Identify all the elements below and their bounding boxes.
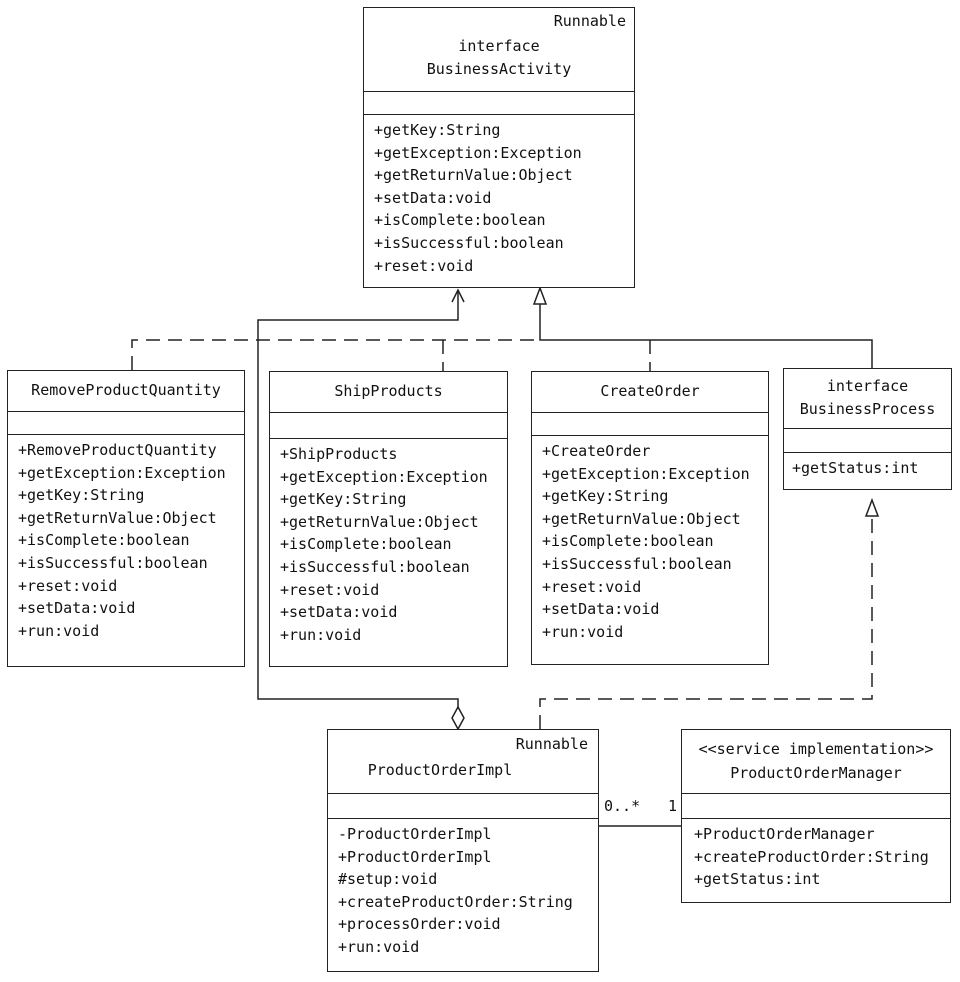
- stereotype-label: <<service implementation>>: [698, 740, 934, 758]
- class-name: ProductOrderImpl: [367, 761, 513, 779]
- generalization-line: [539, 304, 873, 368]
- operation-item: +isComplete:boolean: [374, 211, 546, 230]
- class-name: ShipProducts: [334, 382, 443, 400]
- operation-item: +reset:void: [18, 576, 118, 595]
- operation-item: +getException:Exception: [18, 463, 226, 482]
- interface-keyword: interface: [458, 37, 540, 55]
- operation-item: +getException:Exception: [542, 464, 750, 483]
- class-header: interface BusinessProcess: [784, 369, 951, 429]
- class-name: ProductOrderManager: [730, 764, 902, 782]
- operation-item: +isComplete:boolean: [280, 535, 452, 554]
- operation-compartment: +ShipProducts +getException:Exception +g…: [270, 439, 507, 646]
- attribute-compartment: [328, 794, 598, 819]
- operation-item: +ProductOrderImpl: [338, 847, 492, 866]
- operation-item: +processOrder:void: [338, 915, 501, 934]
- operation-item: +ShipProducts: [280, 445, 398, 463]
- stereotype-label: Runnable: [515, 735, 588, 753]
- operation-item: +getKey:String: [542, 487, 669, 506]
- class-header: CreateOrder: [532, 372, 768, 413]
- class-create-order: CreateOrder +CreateOrder +getException:E…: [531, 371, 769, 665]
- operation-item: +run:void: [338, 937, 420, 956]
- operation-item: +isComplete:boolean: [542, 532, 714, 551]
- operation-item: +CreateOrder: [542, 442, 651, 460]
- aggregation-diamond: [451, 705, 465, 731]
- class-header: RemoveProductQuantity: [8, 371, 244, 412]
- class-ship-products: ShipProducts +ShipProducts +getException…: [269, 371, 508, 667]
- operation-item: +getStatus:int: [694, 870, 821, 889]
- operation-item: +run:void: [542, 622, 624, 641]
- open-arrowhead: [451, 288, 465, 303]
- class-name: BusinessProcess: [799, 400, 936, 418]
- operation-compartment: +getStatus:int: [784, 453, 951, 480]
- operation-item: +getKey:String: [18, 486, 145, 505]
- class-remove-product-quantity: RemoveProductQuantity +RemoveProductQuan…: [7, 370, 245, 667]
- class-product-order-impl: Runnable ProductOrderImpl -ProductOrderI…: [327, 729, 599, 972]
- operation-item: +reset:void: [542, 577, 642, 596]
- aggregation-line: [257, 290, 459, 708]
- class-header: Runnable ProductOrderImpl: [328, 730, 598, 794]
- attribute-compartment: [8, 412, 244, 435]
- attribute-compartment: [270, 413, 507, 439]
- impl-multiplicity: 0..*: [604, 797, 641, 815]
- operation-item: +RemoveProductQuantity: [18, 441, 217, 459]
- operation-item: +createProductOrder:String: [694, 847, 929, 866]
- operation-item: +isComplete:boolean: [18, 531, 190, 550]
- hollow-triangle-arrowhead: [864, 497, 880, 517]
- operation-item: +createProductOrder:String: [338, 892, 573, 911]
- operation-item: +setData:void: [280, 603, 398, 622]
- stereotype-label: Runnable: [553, 12, 626, 30]
- operation-item: +getException:Exception: [280, 467, 488, 486]
- class-name: RemoveProductQuantity: [31, 381, 221, 399]
- operation-item: +setData:void: [18, 599, 136, 618]
- operation-compartment: +getKey:String +getException:Exception +…: [364, 115, 634, 277]
- operation-item: +getStatus:int: [792, 459, 919, 477]
- attribute-compartment: [532, 413, 768, 436]
- operation-item: +getReturnValue:Object: [542, 509, 741, 528]
- class-product-order-manager: <<service implementation>> ProductOrderM…: [681, 729, 951, 903]
- class-business-process: interface BusinessProcess +getStatus:int: [783, 368, 952, 490]
- operation-item: +isSuccessful:boolean: [18, 553, 208, 572]
- operation-item: +getReturnValue:Object: [280, 512, 479, 531]
- operation-item: +run:void: [280, 625, 362, 644]
- operation-item: +getKey:String: [280, 490, 407, 509]
- class-business-activity: Runnable interface BusinessActivity +get…: [363, 7, 635, 288]
- attribute-compartment: [364, 92, 634, 115]
- attribute-compartment: [784, 429, 951, 453]
- operation-item: +isSuccessful:boolean: [280, 557, 470, 576]
- hollow-triangle-arrowhead: [532, 285, 548, 305]
- operation-item: +getException:Exception: [374, 143, 582, 162]
- operation-compartment: +ProductOrderManager +createProductOrder…: [682, 819, 950, 891]
- attribute-compartment: [682, 794, 950, 819]
- manager-multiplicity: 1: [668, 797, 678, 815]
- class-header: ShipProducts: [270, 372, 507, 413]
- operation-item: +isSuccessful:boolean: [374, 233, 564, 252]
- realization-line: [131, 339, 540, 370]
- operation-item: +setData:void: [374, 188, 492, 207]
- operation-compartment: +CreateOrder +getException:Exception +ge…: [532, 436, 768, 643]
- interface-keyword: interface: [826, 377, 909, 395]
- operation-item: +reset:void: [374, 256, 474, 275]
- operation-item: +getReturnValue:Object: [374, 166, 573, 185]
- operation-item: +reset:void: [280, 580, 380, 599]
- operation-item: +getReturnValue:Object: [18, 508, 217, 527]
- class-header: <<service implementation>> ProductOrderM…: [682, 730, 950, 794]
- operation-compartment: +RemoveProductQuantity +getException:Exc…: [8, 435, 244, 642]
- operation-item: +ProductOrderManager: [694, 825, 875, 843]
- operation-item: #setup:void: [338, 870, 438, 889]
- operation-item: +getKey:String: [374, 121, 501, 139]
- operation-item: +run:void: [18, 621, 100, 640]
- operation-compartment: -ProductOrderImpl +ProductOrderImpl #set…: [328, 819, 598, 959]
- class-header: Runnable interface BusinessActivity: [364, 8, 634, 92]
- class-name: BusinessActivity: [426, 60, 572, 78]
- operation-item: +setData:void: [542, 600, 660, 619]
- operation-item: -ProductOrderImpl: [338, 825, 492, 843]
- class-name: CreateOrder: [600, 382, 700, 400]
- realization-line: [539, 517, 873, 729]
- operation-item: +isSuccessful:boolean: [542, 554, 732, 573]
